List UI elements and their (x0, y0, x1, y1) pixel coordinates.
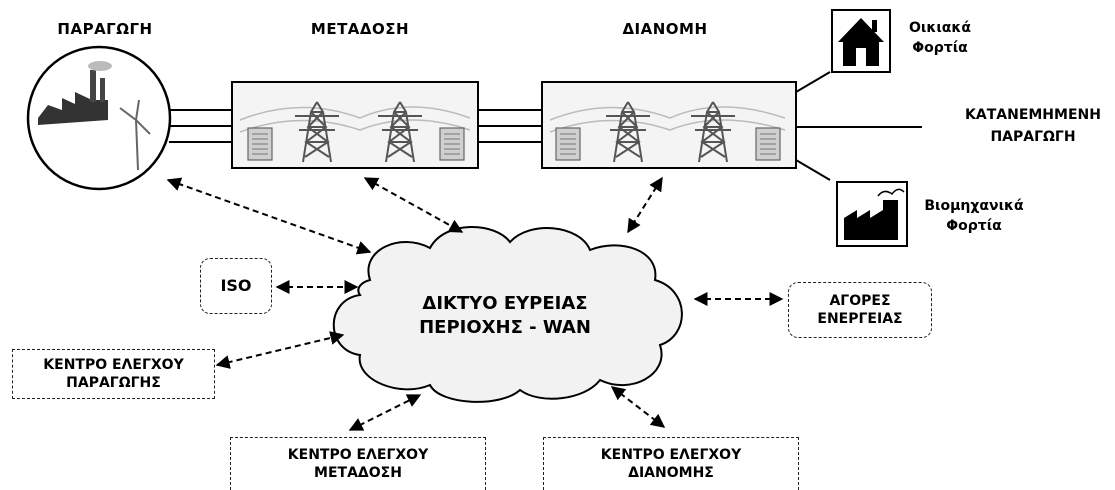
node-energy-markets: ΑΓΟΡΕΣ ΕΝΕΡΓΕΙΑΣ (788, 282, 932, 338)
link-trans-control (348, 394, 422, 431)
node-iso-label: ISO (220, 276, 252, 295)
node-distribution-control: ΚΕΝΤΡΟ ΕΛΕΓΧΟΥ ΔΙΑΝΟΜΗΣ (543, 437, 799, 490)
label-dg-line1: ΚΑΤΑΝΕΜΗΜΕΝΗ (965, 107, 1101, 123)
link-dist-control (610, 386, 666, 428)
link-distribution (627, 176, 663, 234)
node-iso: ISO (200, 258, 272, 314)
label-industrial-line1: Βιομηχανικά (924, 198, 1024, 214)
node-energy-markets-line1: ΑΓΟΡΕΣ (829, 293, 891, 309)
label-industrial-line2: Φορτία (946, 218, 1002, 234)
distribution-section (541, 81, 797, 169)
header-transmission: ΜΕΤΑΔΟΣΗ (310, 20, 410, 38)
label-residential-loads: Οικιακά Φορτία (895, 18, 985, 58)
wan-label-line1: ΔΙΚΤΥΟ ΕΥΡΕΙΑΣ (422, 293, 588, 314)
transmission-section (231, 81, 479, 169)
header-generation: ΠΑΡΑΓΩΓΗ (57, 20, 153, 38)
link-generation (166, 177, 372, 255)
node-transmission-control-line2: ΜΕΤΑΔΟΣΗ (314, 465, 402, 481)
communication-links (166, 176, 784, 431)
node-distribution-control-line2: ΔΙΑΝΟΜΗΣ (628, 465, 714, 481)
node-distribution-control-line1: ΚΕΝΤΡΟ ΕΛΕΓΧΟΥ (600, 447, 742, 463)
wan-cloud (332, 226, 683, 403)
header-distribution: ΔΙΑΝΟΜΗ (622, 20, 708, 38)
wan-label-line2: ΠΕΡΙΟΧΗΣ - WAN (419, 317, 591, 338)
house-icon (831, 9, 891, 73)
link-transmission (363, 177, 464, 233)
power-plant-icon (26, 45, 172, 191)
node-transmission-control: ΚΕΝΤΡΟ ΕΛΕΓΧΟΥ ΜΕΤΑΔΟΣΗ (230, 437, 486, 490)
node-energy-markets-line2: ΕΝΕΡΓΕΙΑΣ (817, 311, 903, 327)
node-generation-control-line2: ΠΑΡΑΓΩΓΗΣ (66, 375, 161, 391)
label-distributed-generation: ΚΑΤΑΝΕΜΗΜΕΝΗ ΠΑΡΑΓΩΓΗ (958, 104, 1108, 148)
factory-icon (836, 181, 908, 247)
node-generation-control-line1: ΚΕΝΤΡΟ ΕΛΕΓΧΟΥ (43, 357, 184, 373)
label-residential-line1: Οικιακά (909, 20, 971, 36)
link-gen-control (215, 331, 345, 369)
label-residential-line2: Φορτία (912, 40, 968, 56)
label-dg-line2: ΠΑΡΑΓΩΓΗ (990, 129, 1076, 145)
feeder-lines (795, 71, 922, 181)
node-generation-control: ΚΕΝΤΡΟ ΕΛΕΓΧΟΥ ΠΑΡΑΓΩΓΗΣ (12, 349, 215, 399)
wan-label: ΔΙΚΤΥΟ ΕΥΡΕΙΑΣ ΠΕΡΙΟΧΗΣ - WAN (385, 292, 625, 340)
label-industrial-loads: Βιομηχανικά Φορτία (914, 196, 1034, 236)
line-gen-trans (169, 109, 232, 143)
line-trans-dist (478, 109, 542, 143)
node-transmission-control-line1: ΚΕΝΤΡΟ ΕΛΕΓΧΟΥ (287, 447, 429, 463)
